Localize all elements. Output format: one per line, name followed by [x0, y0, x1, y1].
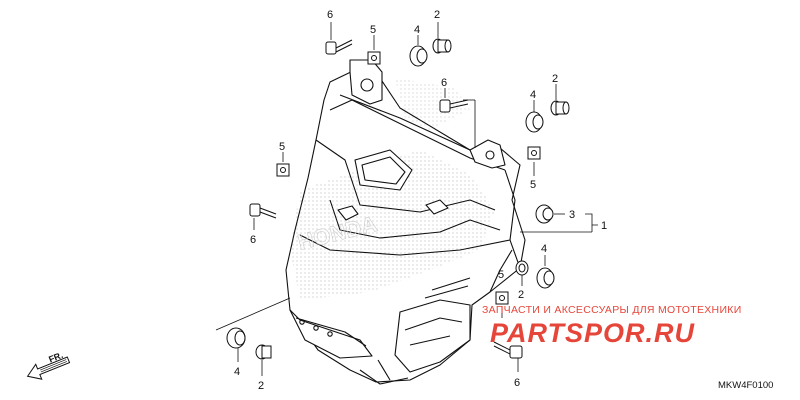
callout-2-top: 2: [434, 9, 440, 21]
callout-2-lowright: 2: [518, 289, 524, 301]
collar-part-2-lowright: [515, 260, 529, 276]
bolt-part-6-top: [325, 39, 353, 55]
callout-3: 3: [569, 209, 575, 221]
grommet-part-4-top: [409, 45, 428, 67]
collar-part-2-right: [550, 100, 570, 116]
bolt-part-6-bottom: [493, 341, 523, 359]
callout-1: 1: [601, 220, 607, 232]
headlight-assembly: HONDA: [285, 59, 526, 385]
grommet-part-4-right: [525, 111, 544, 133]
callout-4-top: 4: [414, 24, 420, 36]
callout-6-bottom: 6: [514, 377, 520, 389]
callout-6-top: 6: [327, 9, 333, 21]
bolt-part-6-left: [249, 203, 277, 219]
callout-5-lowright: 5: [498, 269, 504, 281]
clip-nut-part-5-right: [527, 146, 541, 160]
callout-2-bottom: 2: [258, 380, 264, 392]
grommet-part-4-bottom: [226, 327, 246, 349]
grommet-part-4-lowright: [536, 267, 555, 289]
callout-4-lowright: 4: [541, 243, 547, 255]
clip-nut-part-5-lowright: [495, 291, 509, 305]
callout-5-top: 5: [370, 24, 376, 36]
bolt-part-6-mid: [439, 99, 469, 113]
diagram-code: MKW4F0100: [718, 380, 774, 391]
watermark-tagline: ЗАПЧАСТИ И АКСЕССУАРЫ ДЛЯ МОТОТЕХНИКИ: [482, 304, 742, 316]
clip-nut-part-5-left: [276, 163, 290, 177]
watermark-logo: PARTSPOR.RU: [490, 318, 696, 348]
callout-4-right: 4: [530, 89, 536, 101]
grommet-part-3: [535, 204, 554, 224]
callout-6-mid: 6: [441, 77, 447, 89]
front-arrow-icon: FR.: [26, 350, 71, 380]
callout-2-right: 2: [552, 73, 558, 85]
leader-lines: [215, 22, 598, 376]
collar-part-2-bottom: [255, 344, 272, 360]
callout-6-left: 6: [250, 234, 256, 246]
callout-4-bottom: 4: [234, 366, 240, 378]
collar-part-2-top: [432, 38, 452, 54]
callout-5-left: 5: [279, 141, 285, 153]
callout-5-right: 5: [530, 179, 536, 191]
clip-nut-part-5-top: [367, 51, 381, 65]
